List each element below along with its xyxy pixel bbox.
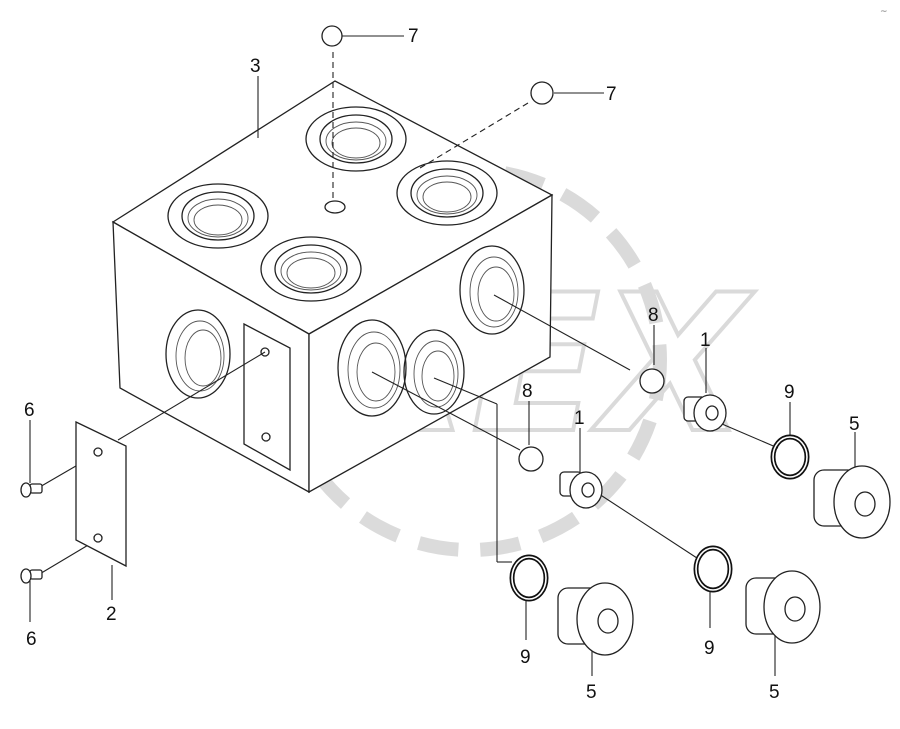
right-port xyxy=(337,319,407,417)
o-ring-9 xyxy=(509,554,549,602)
callout-8: 8 xyxy=(648,305,659,326)
callout-6: 6 xyxy=(26,629,37,650)
callout-9: 9 xyxy=(704,638,715,659)
screw-6 xyxy=(20,482,43,498)
o-ring-9 xyxy=(693,545,733,593)
ball-8 xyxy=(518,446,544,472)
top-port xyxy=(260,236,362,302)
plug-5 xyxy=(557,582,634,656)
callout-5: 5 xyxy=(849,414,860,435)
callout-2: 2 xyxy=(106,604,117,625)
plug-1 xyxy=(683,394,727,432)
callout-7: 7 xyxy=(606,84,617,105)
plug-5 xyxy=(745,570,821,644)
callout-9: 9 xyxy=(784,382,795,403)
cover-plate xyxy=(75,420,127,568)
top-port xyxy=(167,183,269,249)
plug-1 xyxy=(559,471,603,509)
callout-7: 7 xyxy=(408,26,419,47)
valve-block xyxy=(111,80,554,494)
ball-7 xyxy=(530,81,554,105)
plate-recess xyxy=(243,322,291,472)
top-port xyxy=(396,160,498,226)
callouts: 3 7 7 8 8 1 1 9 9 9 5 5 5 6 6 2 xyxy=(24,26,860,703)
right-port xyxy=(459,245,525,335)
plug-5 xyxy=(813,465,891,539)
left-port xyxy=(165,309,231,399)
callout-1: 1 xyxy=(574,408,585,429)
top-port xyxy=(305,106,407,172)
o-ring-9 xyxy=(770,434,810,480)
top-pilot-hole xyxy=(324,200,346,214)
screw-6 xyxy=(20,568,43,584)
callout-3: 3 xyxy=(250,56,261,77)
callout-5: 5 xyxy=(586,682,597,703)
callout-1: 1 xyxy=(700,330,711,351)
corner-mark: ~ xyxy=(880,7,888,17)
ball-8 xyxy=(639,368,665,394)
callout-5: 5 xyxy=(769,682,780,703)
callout-8: 8 xyxy=(522,381,533,402)
callout-9: 9 xyxy=(520,647,531,668)
ball-7 xyxy=(321,25,343,47)
callout-6: 6 xyxy=(24,400,35,421)
right-port xyxy=(403,329,465,415)
leader-lines xyxy=(29,35,856,676)
